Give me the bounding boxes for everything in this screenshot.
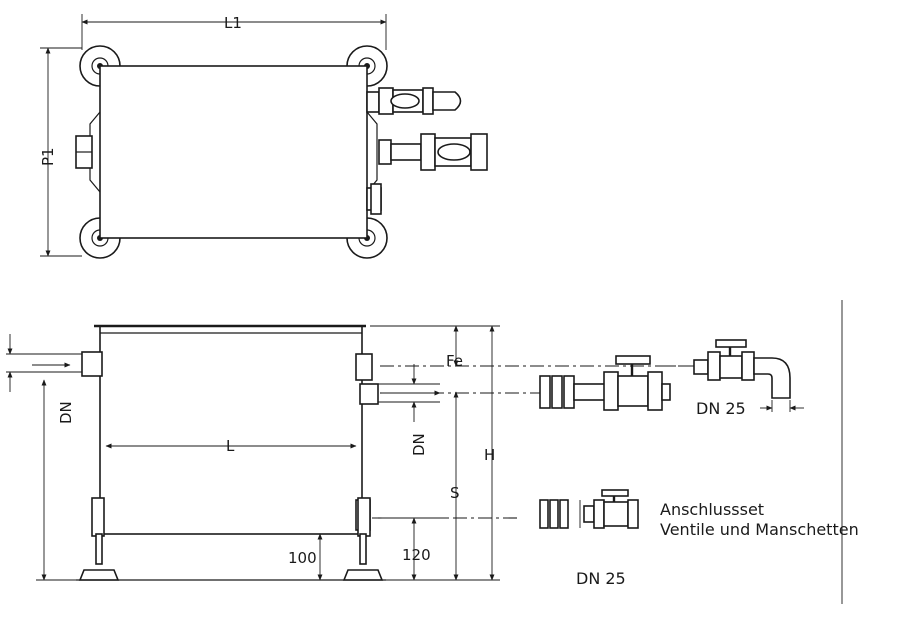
dim-label-dn-mid: DN — [410, 433, 428, 456]
kit-label-line2: Ventile und Manschetten — [660, 520, 859, 539]
ball-valve-top-lower — [378, 133, 488, 171]
dim-label-s: S — [450, 484, 460, 502]
connection-kit-lower — [539, 489, 639, 529]
dn25-label-top: DN 25 — [696, 399, 746, 418]
dim-label-l: L — [226, 437, 235, 455]
tank-top-outline — [99, 65, 368, 239]
dim-label-l1: L1 — [224, 14, 242, 32]
dim-label-h: H — [484, 446, 495, 464]
dn25-label-bottom: DN 25 — [576, 569, 626, 588]
kit-label-line1: Anschlussset — [660, 500, 764, 519]
ball-valve-top-upper — [366, 87, 462, 115]
tank-front-outline — [99, 325, 363, 535]
top-view: L1 P1 — [39, 14, 488, 259]
connection-kit-upper: DN 25 — [539, 339, 804, 418]
dim-label-100: 100 — [288, 549, 317, 567]
dim-label-120: 120 — [402, 546, 431, 564]
front-view: L DN 100 120 DN Fe S H — [6, 324, 700, 581]
dim-label-dn-left: DN — [57, 401, 75, 424]
legs — [76, 497, 386, 581]
dim-label-fe: Fe — [446, 352, 463, 370]
dim-label-p1: P1 — [39, 147, 57, 166]
